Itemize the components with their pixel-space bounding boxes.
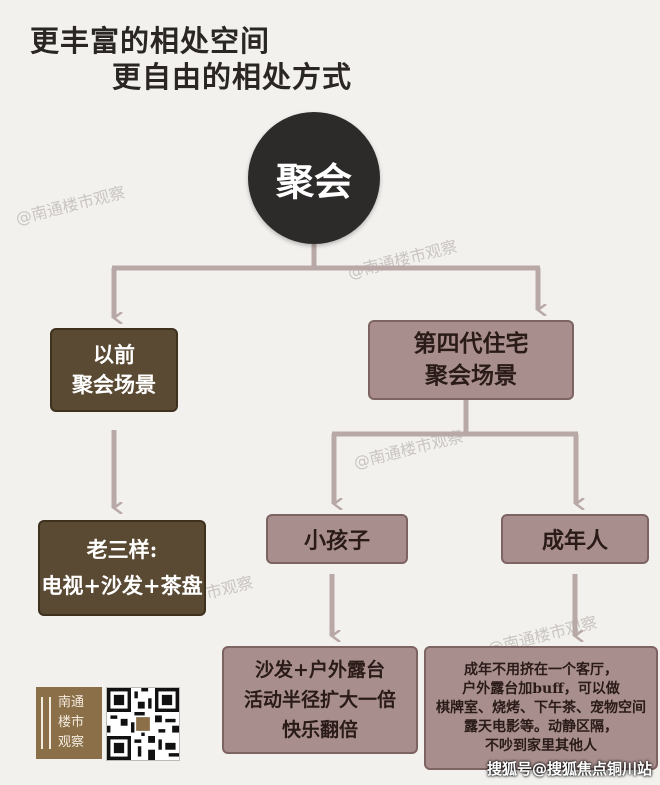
node-adults-desc-line-4: 露天电影等。动静区隔， <box>464 718 618 735</box>
brand-logo: 南通 楼市 观察 <box>36 687 102 759</box>
node-old-three: 老三样: 电视+沙发+茶盘 <box>38 520 206 616</box>
logo-text: 南通 楼市 观察 <box>58 693 100 753</box>
logo-line-1: 南通 <box>58 695 85 710</box>
node-kids-desc-line-2: 活动半径扩大一倍 <box>243 689 396 711</box>
node-kids: 小孩子 <box>266 514 408 564</box>
node-old-three-line-1: 老三样: <box>86 537 158 562</box>
node-gen4-scene: 第四代住宅 聚会场景 <box>368 320 574 400</box>
node-adults-desc-line-2: 户外露台加buff，可以做 <box>462 680 620 697</box>
node-adults-desc-line-5: 不吵到家里其他人 <box>485 737 597 754</box>
footer-source: 搜狐号@搜狐焦点铜川站 <box>486 760 652 778</box>
node-adults-desc-line-1: 成年不用挤在一个客厅， <box>464 661 618 678</box>
center-node-label: 聚会 <box>275 158 352 204</box>
logo-line-3: 观察 <box>58 735 85 750</box>
logo-line-2: 楼市 <box>58 715 85 730</box>
node-kids-desc-line-1: 沙发+户外露台 <box>255 659 385 681</box>
node-before-line-1: 以前 <box>93 342 135 367</box>
center-node: 聚会 <box>248 112 380 244</box>
logo-mark-icon <box>41 697 51 749</box>
node-kids-desc-line-3: 快乐翻倍 <box>281 719 358 741</box>
node-adults: 成年人 <box>501 514 649 564</box>
node-old-three-line-2: 电视+沙发+茶盘 <box>41 573 203 598</box>
node-adults-label: 成年人 <box>541 528 608 554</box>
node-kids-label: 小孩子 <box>303 528 370 554</box>
header-line-2: 更自由的相处方式 <box>112 60 353 94</box>
node-adults-desc: 成年不用挤在一个客厅， 户外露台加buff，可以做 棋牌室、烧烤、下午茶、宠物空… <box>424 646 658 770</box>
header-line-1: 更丰富的相处空间 <box>30 24 271 58</box>
node-gen4-line-1: 第四代住宅 <box>413 330 529 357</box>
node-adults-desc-line-3: 棋牌室、烧烤、下午茶、宠物空间 <box>436 699 646 716</box>
qr-code-icon <box>106 687 180 761</box>
node-kids-desc: 沙发+户外露台 活动半径扩大一倍 快乐翻倍 <box>222 646 418 754</box>
node-gen4-line-2: 聚会场景 <box>425 362 517 389</box>
node-before-line-2: 聚会场景 <box>72 372 156 397</box>
node-before-scene: 以前 聚会场景 <box>50 328 178 412</box>
